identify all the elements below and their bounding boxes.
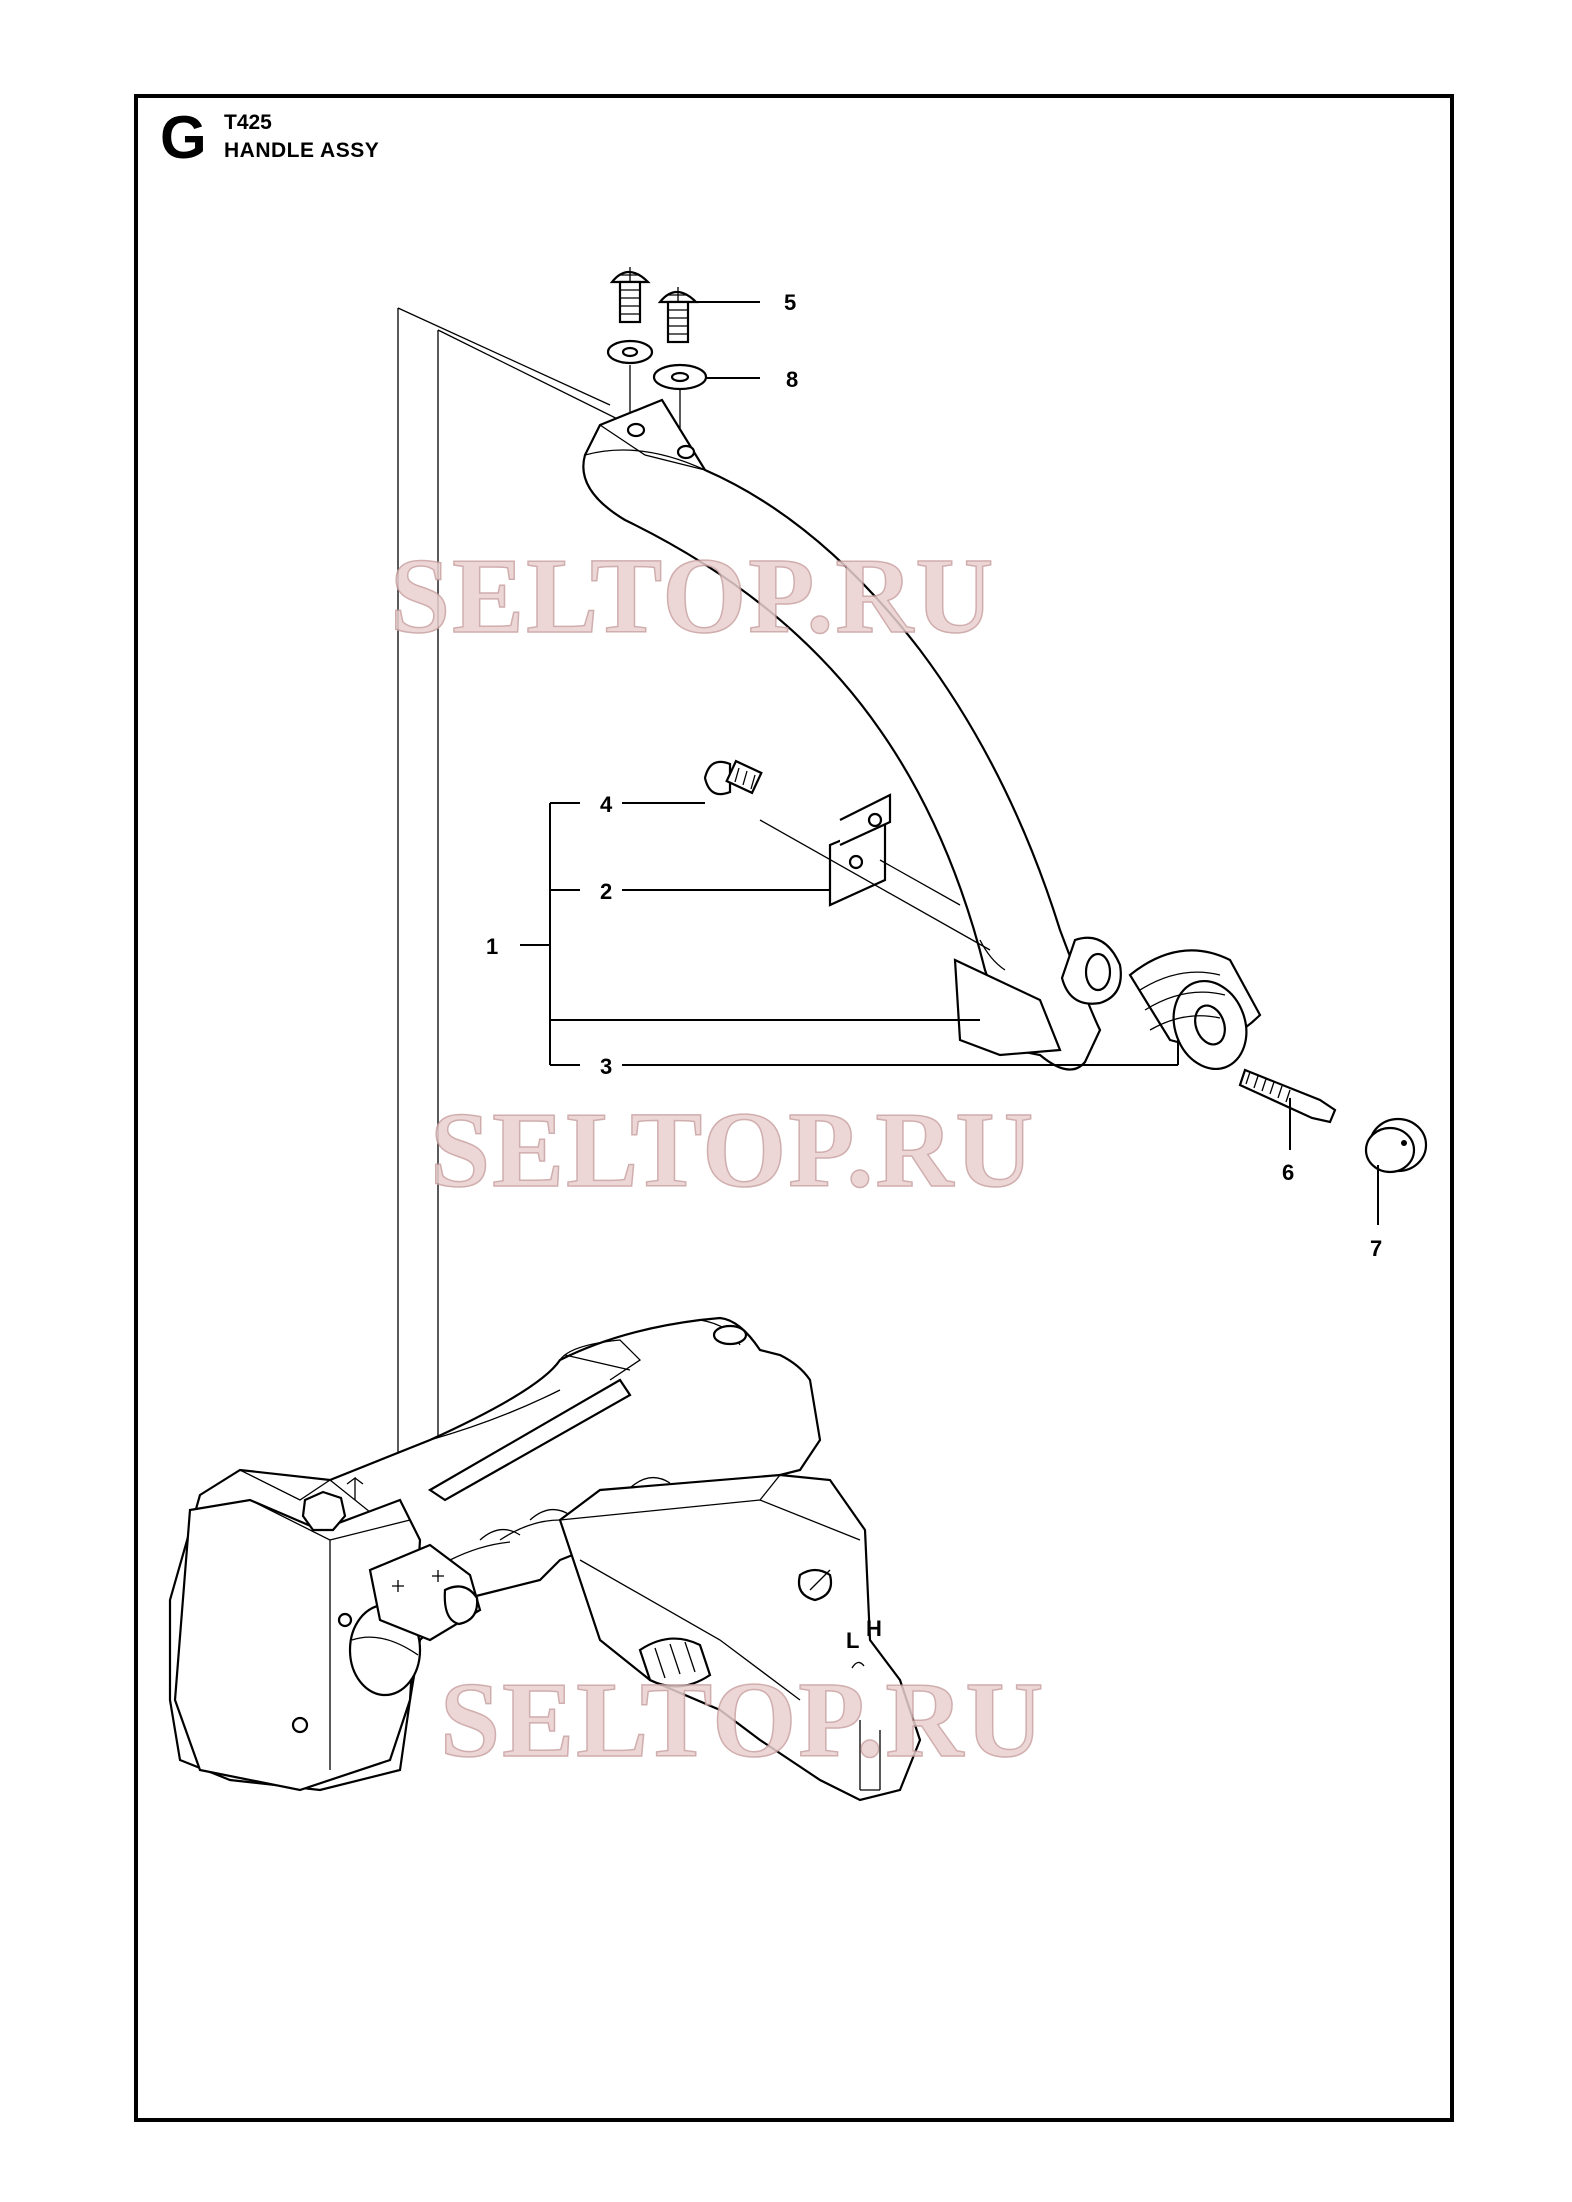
assembly-title: HANDLE ASSY: [224, 139, 380, 162]
callout-8: 8: [786, 367, 798, 392]
watermark-bottom: SELTOP.RU: [440, 1661, 1045, 1780]
callout-1: 1: [486, 934, 498, 959]
watermark-middle: SELTOP.RU: [430, 1091, 1035, 1210]
leader-lines: [520, 301, 1379, 1225]
rubber-bushing-part-3: [1128, 949, 1262, 1071]
section-letter: G: [160, 104, 207, 171]
callout-5: 5: [784, 290, 796, 315]
guide-lines: [397, 307, 661, 1585]
clamp-plate-part-2: [759, 793, 991, 951]
pin-part-6: [1238, 1068, 1337, 1124]
callout-6: 6: [1282, 1160, 1294, 1185]
handle-bar-part-1: [582, 398, 1122, 1071]
screw-part-4: [703, 759, 763, 796]
callout-3: 3: [600, 1054, 612, 1079]
watermark-top: SELTOP.RU: [390, 537, 995, 656]
callout-4: 4: [600, 792, 613, 817]
diagram-frame: [134, 94, 1454, 2122]
screw-part-5: [609, 267, 699, 344]
mark-high: H: [866, 1616, 882, 1641]
callout-7: 7: [1370, 1236, 1382, 1261]
mark-low: L: [846, 1628, 859, 1653]
cap-part-7: [1364, 1117, 1428, 1174]
callout-2: 2: [600, 879, 612, 904]
saw-body-housing: L H: [168, 1316, 922, 1802]
model-number: T425: [224, 111, 272, 134]
